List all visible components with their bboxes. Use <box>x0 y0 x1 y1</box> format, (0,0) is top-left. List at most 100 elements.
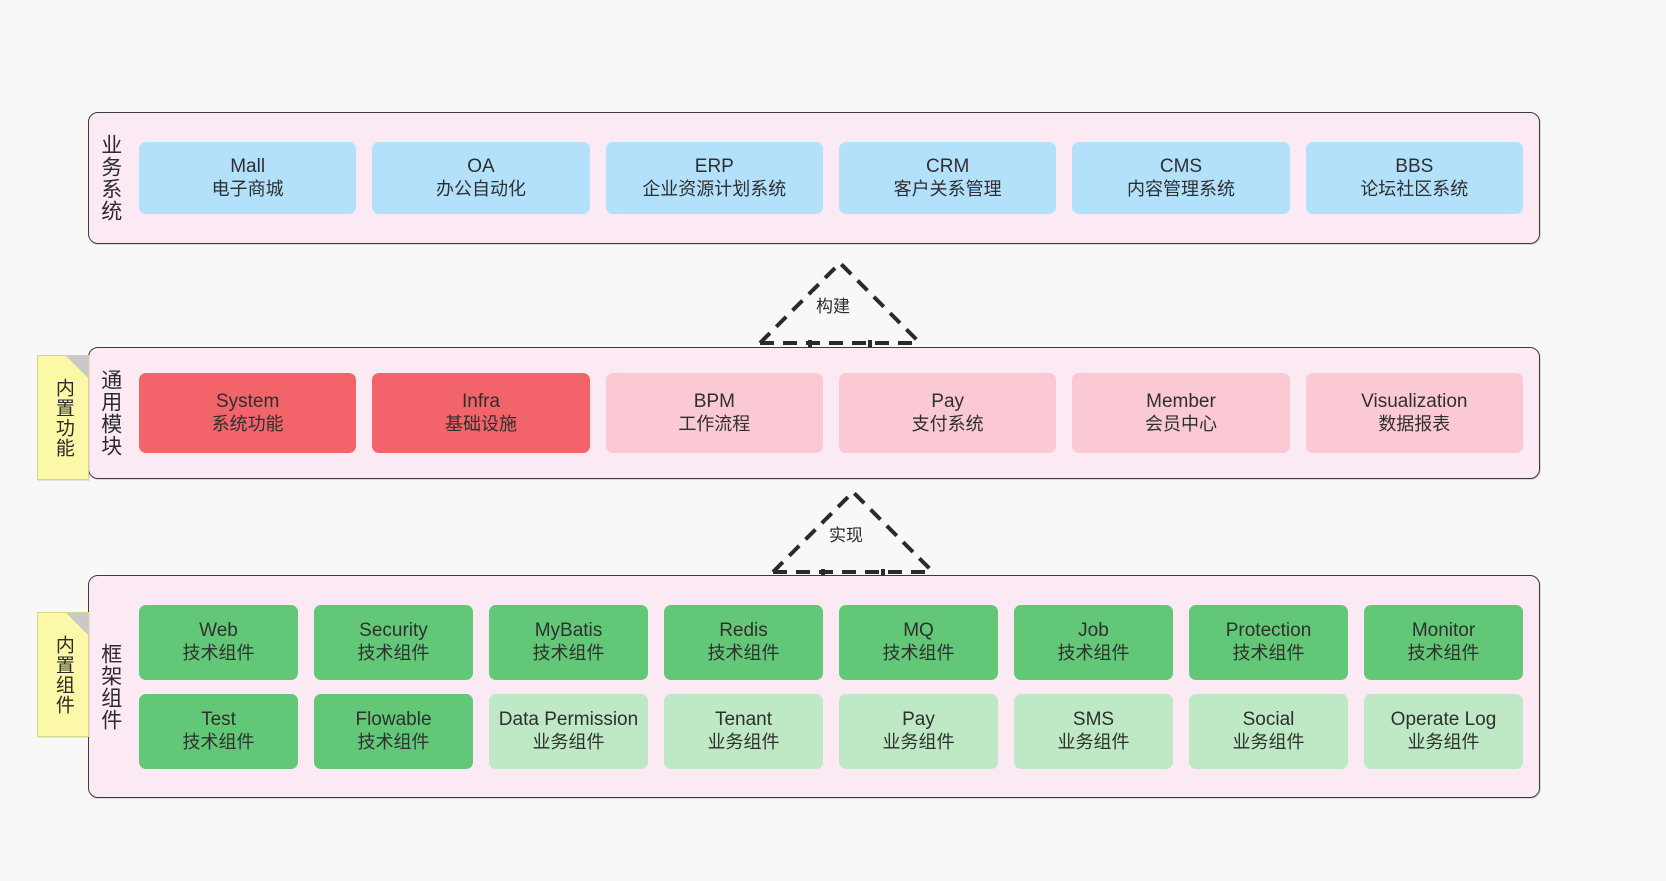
node-test[interactable]: Test 技术组件 <box>139 693 298 769</box>
arrow-build: 构建 <box>755 258 925 386</box>
node-mybatis[interactable]: MyBatis 技术组件 <box>489 604 648 680</box>
node-data-permission-cn: 业务组件 <box>532 731 605 752</box>
node-oa-en: OA <box>467 155 495 177</box>
node-erp-en: ERP <box>694 155 734 177</box>
node-test-en: Test <box>201 708 236 730</box>
node-sms-cn: 业务组件 <box>1057 731 1130 752</box>
node-pay-module-cn: 支付系统 <box>911 413 984 434</box>
node-security[interactable]: Security 技术组件 <box>314 604 473 680</box>
layer-title-modules: 通用模块 <box>98 369 122 457</box>
module-node-grid: System 系统功能 Infra 基础设施 BPM 工作流程 Pay 支付系统… <box>131 348 1539 478</box>
node-mybatis-en: MyBatis <box>534 619 603 641</box>
node-bpm-cn: 工作流程 <box>678 413 751 434</box>
node-data-permission[interactable]: Data Permission 业务组件 <box>489 693 648 769</box>
node-bpm[interactable]: BPM 工作流程 <box>605 373 823 453</box>
node-flowable-en: Flowable <box>355 708 432 730</box>
arrow-label-implement: 实现 <box>826 521 866 546</box>
node-member-cn: 会员中心 <box>1144 413 1217 434</box>
node-sms[interactable]: SMS 业务组件 <box>1014 693 1173 769</box>
node-pay-component[interactable]: Pay 业务组件 <box>839 693 998 769</box>
node-mq[interactable]: MQ 技术组件 <box>839 604 998 680</box>
node-system-en: System <box>215 390 280 412</box>
node-infra-en: Infra <box>461 390 500 412</box>
node-infra[interactable]: Infra 基础设施 <box>372 373 590 453</box>
node-pay-module-en: Pay <box>931 390 965 412</box>
node-mall-cn: 电子商城 <box>211 178 284 199</box>
node-redis[interactable]: Redis 技术组件 <box>664 604 823 680</box>
node-test-cn: 技术组件 <box>182 731 255 752</box>
node-bpm-en: BPM <box>693 390 735 412</box>
node-mq-en: MQ <box>903 619 934 641</box>
node-data-permission-en: Data Permission <box>498 708 639 730</box>
node-erp[interactable]: ERP 企业资源计划系统 <box>605 142 823 214</box>
node-operate-log[interactable]: Operate Log 业务组件 <box>1364 693 1523 769</box>
note-builtin-components-label: 内置组件 <box>52 634 74 715</box>
node-mybatis-cn: 技术组件 <box>532 642 605 663</box>
node-web-en: Web <box>199 619 238 641</box>
node-monitor-en: Monitor <box>1411 619 1476 641</box>
node-social[interactable]: Social 业务组件 <box>1189 693 1348 769</box>
node-mall-en: Mall <box>230 155 266 177</box>
framework-node-grid: Web 技术组件 Security 技术组件 MyBatis 技术组件 Redi… <box>131 576 1539 797</box>
arrow-label-build: 构建 <box>813 292 853 317</box>
node-system-cn: 系统功能 <box>211 413 284 434</box>
node-job[interactable]: Job 技术组件 <box>1014 604 1173 680</box>
node-oa[interactable]: OA 办公自动化 <box>372 142 590 214</box>
node-protection-cn: 技术组件 <box>1232 642 1305 663</box>
arrow-implement: 实现 <box>768 487 938 615</box>
node-job-cn: 技术组件 <box>1057 642 1130 663</box>
node-crm[interactable]: CRM 客户关系管理 <box>838 142 1057 214</box>
node-bbs-cn: 论坛社区系统 <box>1360 178 1469 199</box>
node-operate-log-cn: 业务组件 <box>1407 731 1480 752</box>
note-builtin-functions: 内置功能 <box>37 355 89 480</box>
node-bbs[interactable]: BBS 论坛社区系统 <box>1305 142 1523 214</box>
node-erp-cn: 企业资源计划系统 <box>642 178 787 199</box>
node-redis-en: Redis <box>719 619 768 641</box>
node-oa-cn: 办公自动化 <box>435 178 526 199</box>
node-pay-module[interactable]: Pay 支付系统 <box>838 373 1057 453</box>
node-cms[interactable]: CMS 内容管理系统 <box>1072 142 1290 214</box>
node-protection-en: Protection <box>1225 619 1312 641</box>
node-flowable-cn: 技术组件 <box>357 731 430 752</box>
node-mall[interactable]: Mall 电子商城 <box>139 142 357 214</box>
node-cms-cn: 内容管理系统 <box>1126 178 1235 199</box>
node-pay-component-en: Pay <box>902 708 935 730</box>
note-fold-icon <box>66 613 88 635</box>
node-flowable[interactable]: Flowable 技术组件 <box>314 693 473 769</box>
node-web-cn: 技术组件 <box>182 642 255 663</box>
business-node-grid: Mall 电子商城 OA 办公自动化 ERP 企业资源计划系统 CRM 客户关系… <box>131 113 1539 243</box>
node-protection[interactable]: Protection 技术组件 <box>1189 604 1348 680</box>
note-builtin-components: 内置组件 <box>37 612 89 737</box>
node-monitor[interactable]: Monitor 技术组件 <box>1364 604 1523 680</box>
node-operate-log-en: Operate Log <box>1390 708 1497 730</box>
node-job-en: Job <box>1078 619 1109 641</box>
node-redis-cn: 技术组件 <box>707 642 780 663</box>
node-tenant[interactable]: Tenant 业务组件 <box>664 693 823 769</box>
node-member-en: Member <box>1146 390 1216 412</box>
node-social-cn: 业务组件 <box>1232 731 1305 752</box>
layer-common-modules: 通用模块 System 系统功能 Infra 基础设施 BPM 工作流程 Pay… <box>88 347 1540 479</box>
node-system[interactable]: System 系统功能 <box>139 373 357 453</box>
node-crm-cn: 客户关系管理 <box>893 178 1002 199</box>
node-visualization-en: Visualization <box>1361 390 1468 412</box>
node-tenant-cn: 业务组件 <box>707 731 780 752</box>
node-cms-en: CMS <box>1159 155 1203 177</box>
node-security-cn: 技术组件 <box>357 642 430 663</box>
node-web[interactable]: Web 技术组件 <box>139 604 298 680</box>
node-visualization[interactable]: Visualization 数据报表 <box>1305 373 1523 453</box>
node-social-en: Social <box>1242 708 1295 730</box>
layer-business-systems: 业务系统 Mall 电子商城 OA 办公自动化 ERP 企业资源计划系统 CRM… <box>88 112 1540 244</box>
node-monitor-cn: 技术组件 <box>1407 642 1480 663</box>
layer-title-business: 业务系统 <box>98 134 122 222</box>
node-sms-en: SMS <box>1072 708 1115 730</box>
node-crm-en: CRM <box>926 155 970 177</box>
node-pay-component-cn: 业务组件 <box>882 731 955 752</box>
note-builtin-functions-label: 内置功能 <box>52 377 74 458</box>
node-tenant-en: Tenant <box>714 708 773 730</box>
arrowhead-triangle-impl <box>771 489 935 574</box>
layer-framework-components: 框架组件 Web 技术组件 Security 技术组件 MyBatis 技术组件… <box>88 575 1540 798</box>
node-security-en: Security <box>359 619 428 641</box>
node-infra-cn: 基础设施 <box>444 413 517 434</box>
node-member[interactable]: Member 会员中心 <box>1072 373 1290 453</box>
